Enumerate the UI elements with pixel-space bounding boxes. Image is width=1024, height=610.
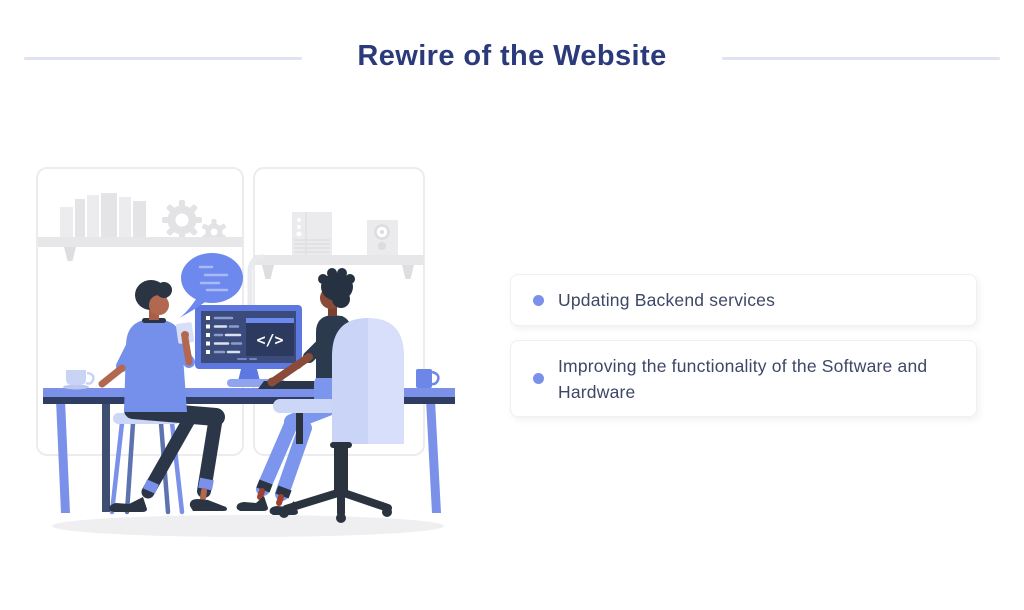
desk [43,388,455,513]
checklist-item-label: Improving the functionality of the Softw… [558,355,928,402]
developers-illustration: </> [30,160,470,550]
bullet-icon [533,294,544,306]
cable [247,254,265,306]
floor-shadow [52,515,444,537]
bullet-icon [533,373,544,384]
page-title: Rewire of the Website [357,40,667,72]
coffee-mug-right [416,369,440,388]
keyboard [258,381,320,389]
bookshelf [38,193,243,261]
coffee-mug-left [63,370,95,390]
checklist-item-functionality: Improving the functionality of the Softw… [510,340,977,417]
checklist-item-backend: Updating Backend services [510,274,977,326]
server-shelf [254,212,424,279]
code-symbol: </> [256,331,283,349]
checklist-item-label: Updating Backend services [558,290,776,310]
code-checklist [206,316,257,360]
speech-bubble [179,253,243,318]
code-panel: </> [246,318,294,356]
developer-left [98,280,227,512]
title-divider-left [24,57,302,60]
title-divider-right [722,57,1000,60]
office-chair [273,318,404,523]
monitor: </> [195,305,302,387]
